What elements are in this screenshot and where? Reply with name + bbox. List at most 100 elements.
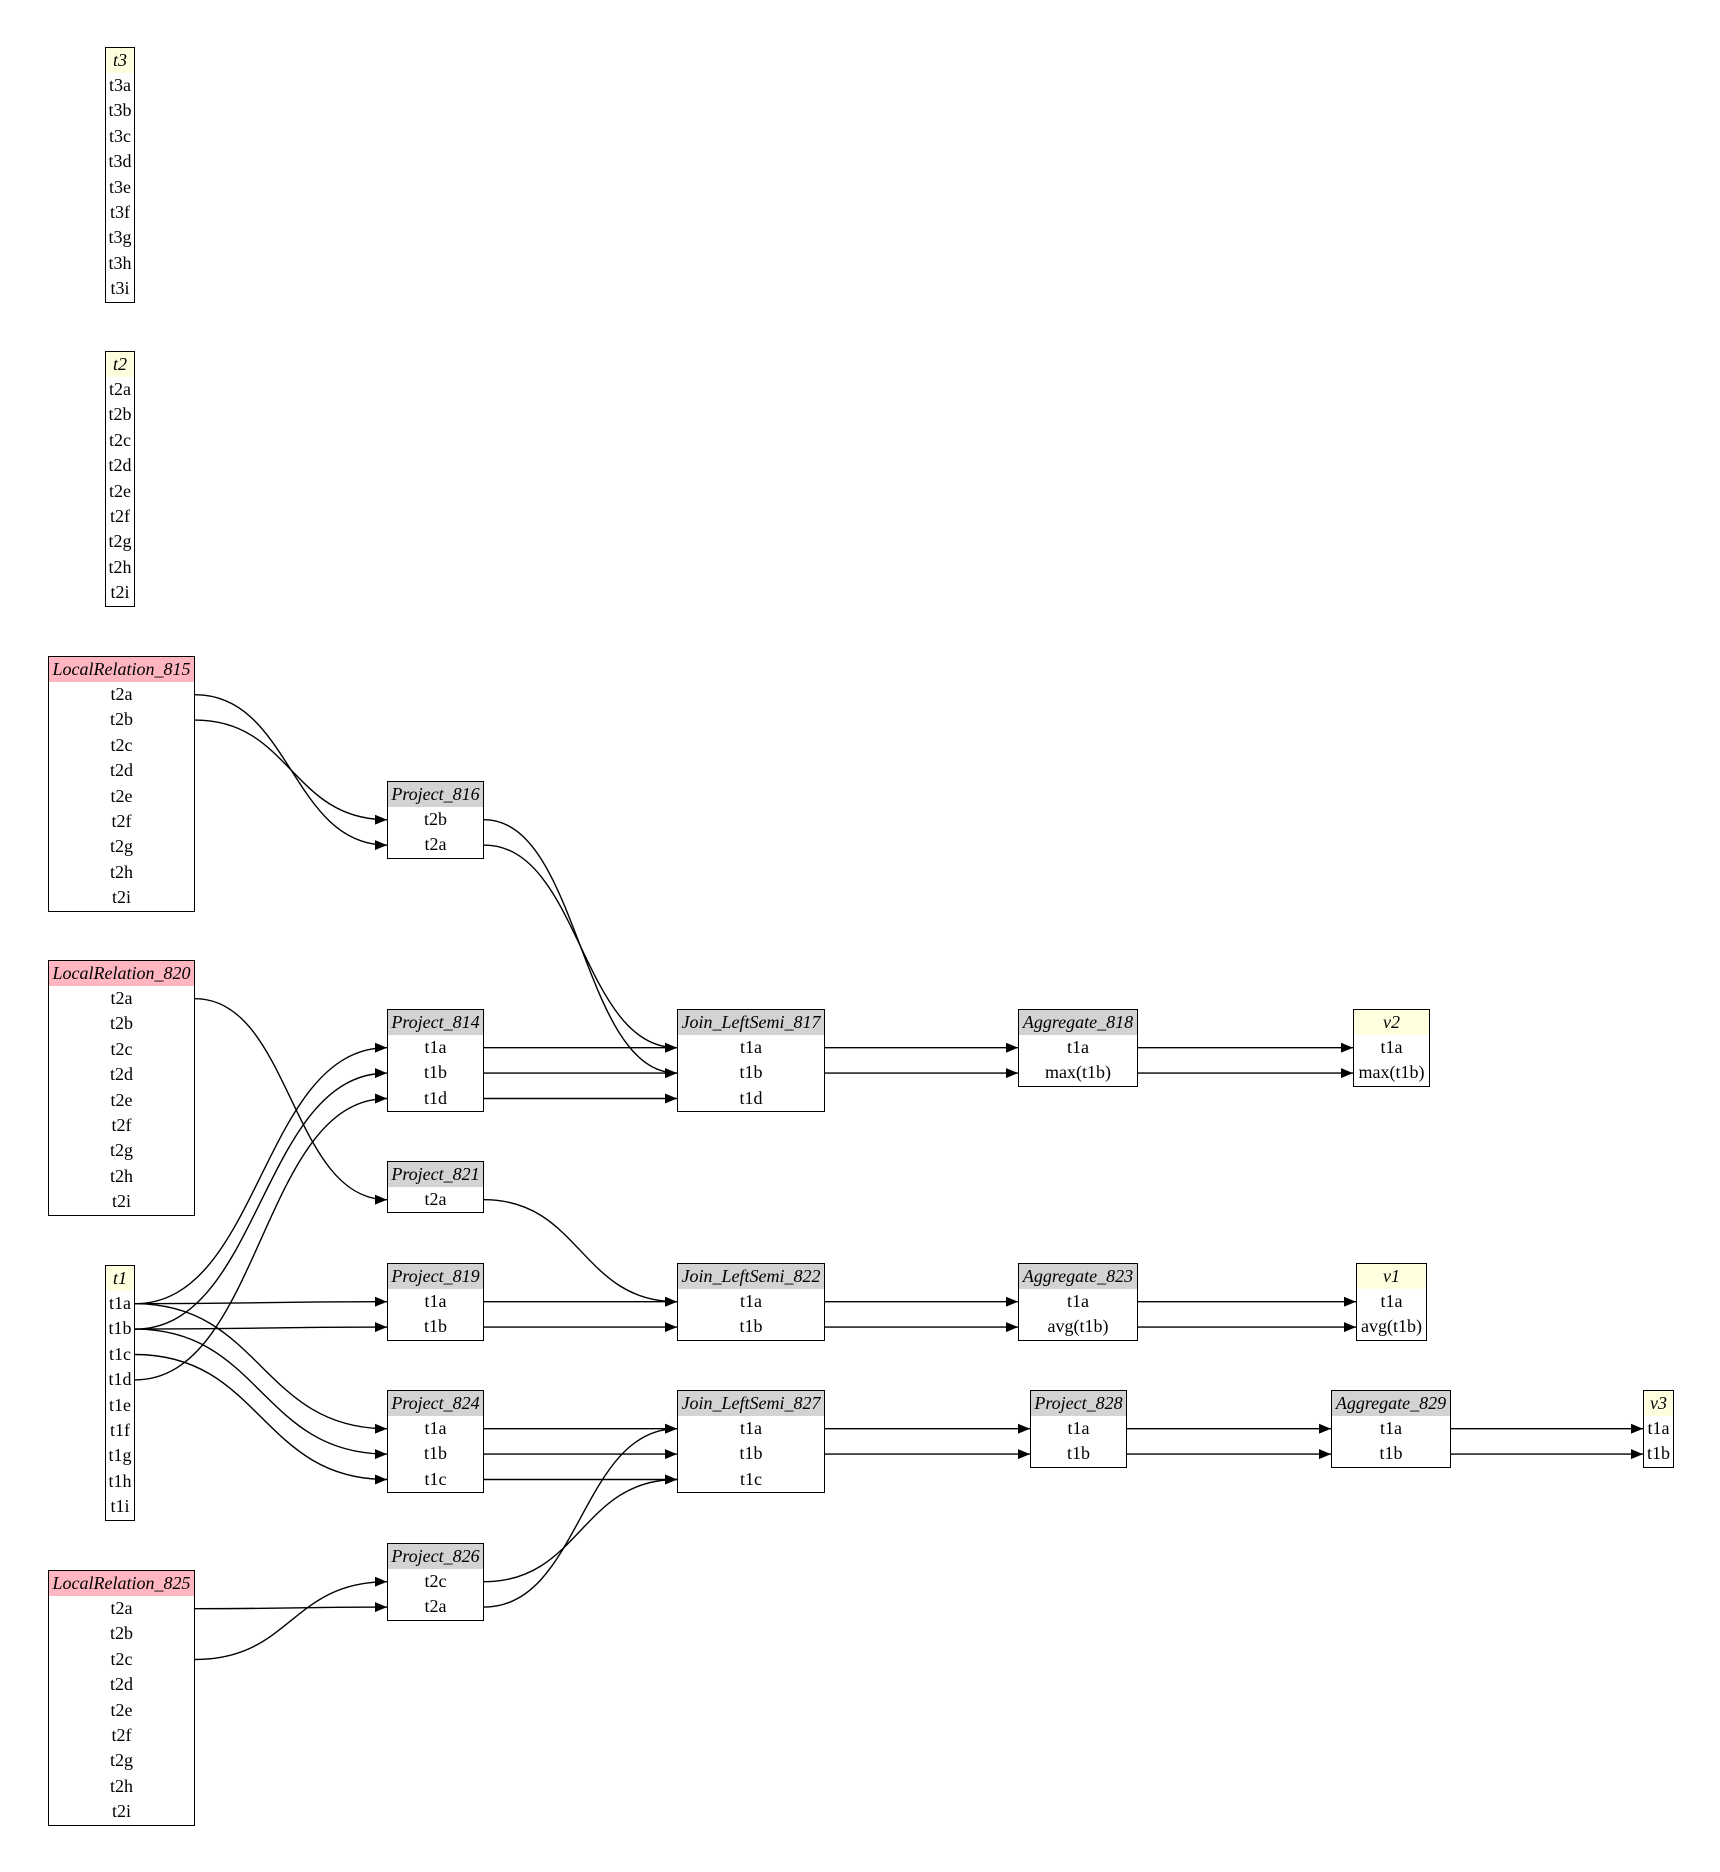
node-field: t2b: [423, 809, 447, 829]
node-field: t1a: [424, 1418, 447, 1438]
edge-t1-to-project-819: [134, 1322, 388, 1333]
node-field: t1b: [423, 1443, 447, 1464]
node-field: t1c: [424, 1468, 447, 1489]
edge-t1-to-project-819: [134, 1296, 388, 1307]
node-field: t2a: [424, 1189, 447, 1209]
node-field: avg(t1b): [1047, 1316, 1109, 1337]
node-field: t2a: [424, 1596, 447, 1617]
node-title: LocalRelation_815: [49, 657, 194, 682]
node-field: t2e: [109, 480, 131, 501]
node-field: t3b: [108, 100, 132, 121]
node-title: LocalRelation_825: [49, 1571, 194, 1596]
node-title: v2: [1354, 1010, 1429, 1035]
node-field: t2i: [111, 1191, 131, 1212]
node-field: t2d: [108, 455, 132, 476]
node-field: t1c: [740, 1468, 762, 1489]
node-field: t3e: [109, 176, 131, 197]
node-field: t1a: [1380, 1291, 1403, 1311]
node-field: t1a: [424, 1037, 447, 1057]
node-field: t2i: [111, 887, 131, 908]
node-title: Join_LeftSemi_827: [678, 1391, 824, 1416]
node-field: t1b: [739, 1062, 763, 1083]
node-field: t1d: [108, 1369, 132, 1390]
node-field: t2f: [111, 1114, 132, 1135]
edge-localrelation-820-to-project-821: [194, 998, 388, 1205]
node-field: t2f: [110, 505, 130, 526]
node-field: t2d: [109, 1674, 133, 1695]
node-field: t3h: [108, 252, 132, 273]
node-field: t2h: [108, 556, 132, 577]
node-field: t1h: [108, 1470, 132, 1491]
edge-localrelation-815-to-project-816: [194, 694, 388, 851]
node-field: t2h: [109, 1165, 133, 1186]
node-title: LocalRelation_820: [49, 961, 194, 986]
node-field: t2a: [109, 379, 131, 399]
node-field: t1a: [740, 1418, 762, 1438]
node-title: v1: [1357, 1264, 1426, 1289]
node-title: t2: [106, 352, 134, 377]
node-field: t2g: [108, 531, 132, 552]
node-field: t2b: [109, 1623, 133, 1644]
node-field: t3c: [109, 125, 131, 146]
node-title: Project_816: [388, 782, 483, 807]
node-field: t1d: [739, 1087, 763, 1108]
node-title: Project_828: [1031, 1391, 1126, 1416]
node-field: t2e: [110, 1699, 133, 1720]
node-field: t2e: [110, 785, 133, 806]
node-field: t1b: [423, 1316, 447, 1337]
node-field: t2c: [110, 734, 133, 755]
node-field: t1d: [423, 1087, 447, 1108]
node-title: Project_821: [388, 1162, 483, 1187]
node-title: Project_826: [388, 1544, 483, 1569]
edge-project-826-to-join-leftsemi-827: [483, 1423, 678, 1608]
node-field: t3d: [108, 151, 132, 172]
node-field: t3a: [109, 75, 131, 95]
node-field: t3f: [110, 201, 130, 222]
node-field: t1b: [108, 1318, 132, 1339]
node-field: max(t1b): [1358, 1062, 1425, 1083]
edge-t1-to-project-824: [134, 1353, 388, 1485]
node-field: t1a: [1067, 1418, 1090, 1438]
node-field: t1f: [110, 1419, 130, 1440]
node-field: t1a: [1067, 1291, 1089, 1311]
node-field: max(t1b): [1045, 1062, 1111, 1083]
node-field: t2f: [111, 810, 132, 831]
node-title: v3: [1644, 1391, 1673, 1416]
node-field: t1b: [1379, 1443, 1403, 1464]
node-field: t2a: [110, 1598, 133, 1618]
node-field: t2d: [109, 1064, 133, 1085]
node-field: t2g: [109, 1750, 133, 1771]
node-field: t1b: [1646, 1443, 1670, 1464]
node-field: t1a: [424, 1291, 447, 1311]
node-field: t2a: [110, 684, 133, 704]
edge-project-821-to-join-leftsemi-822: [483, 1199, 678, 1307]
node-field: t2c: [109, 429, 131, 450]
node-field: t2i: [110, 582, 130, 603]
edge-project-816-to-join-leftsemi-817: [483, 819, 678, 1079]
edge-localrelation-825-to-project-826: [194, 1576, 388, 1661]
node-title: Join_LeftSemi_822: [678, 1264, 824, 1289]
edge-t1-to-project-824: [134, 1328, 388, 1460]
node-field: t1i: [110, 1496, 130, 1517]
node-field: t2i: [111, 1801, 131, 1822]
node-field: t1a: [109, 1293, 131, 1313]
node-field: t1b: [1066, 1443, 1090, 1464]
edge-localrelation-825-to-project-826: [194, 1602, 388, 1613]
